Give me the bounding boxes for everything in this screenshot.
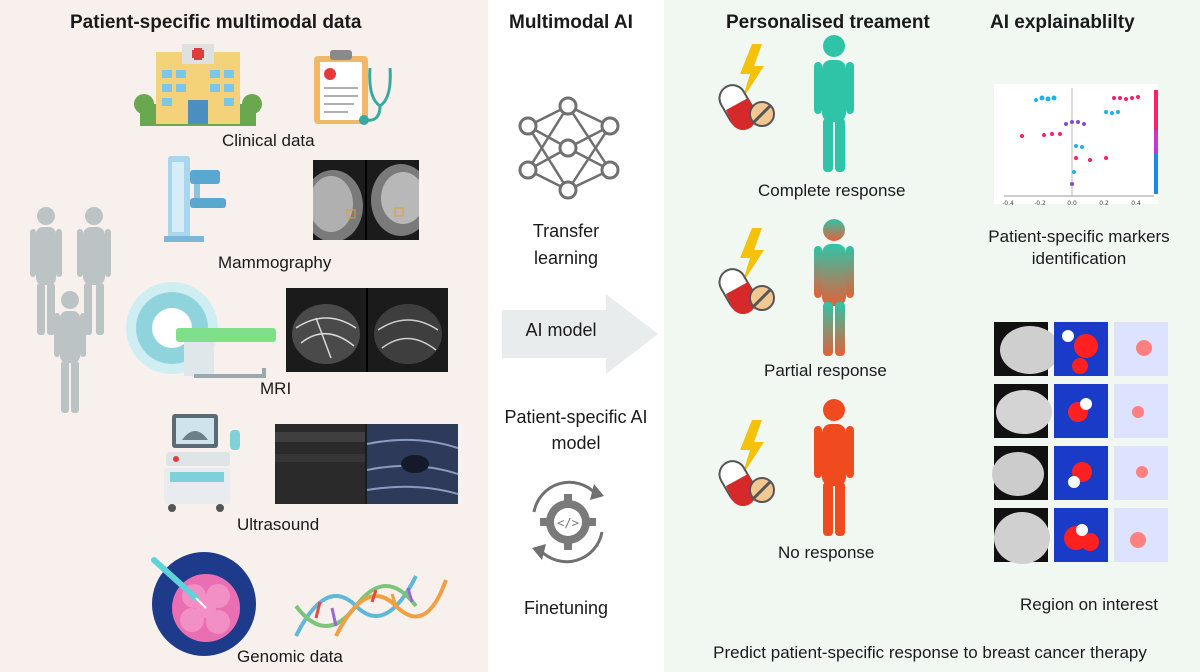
label-clinical-data: Clinical data xyxy=(222,131,315,150)
footer-caption: Predict patient-specific response to bre… xyxy=(713,643,1147,662)
label-region-of-interest: Region on interest xyxy=(1020,595,1158,614)
header-multimodal-ai: Multimodal AI xyxy=(509,12,633,33)
label-patient-specific-ai-model: Patient-specific AI model xyxy=(504,407,648,453)
label-ultrasound: Ultrasound xyxy=(237,515,320,534)
label-mammography: Mammography xyxy=(218,253,332,272)
pill-lightning-icon-3 xyxy=(718,420,775,507)
header-personalised-treatment: Personalised treament xyxy=(726,12,930,33)
ultrasound-machine-icon xyxy=(164,414,240,512)
mammogram-images xyxy=(313,160,419,240)
person-no-response-icon xyxy=(814,399,854,536)
label-markers-identification: Patient-specific markers identification xyxy=(988,227,1170,268)
mammography-machine-icon xyxy=(164,156,226,242)
person-partial-response-icon xyxy=(814,219,854,356)
shap-tick-5: 0.4 xyxy=(1131,200,1141,207)
ultrasound-images xyxy=(275,424,458,504)
person-complete-response-icon xyxy=(814,35,854,172)
pill-lightning-icon-1 xyxy=(718,44,775,131)
tumor-cells-icon xyxy=(151,552,256,656)
clipboard-stethoscope-icon xyxy=(314,50,392,125)
label-no-response: No response xyxy=(778,543,875,562)
neural-network-icon xyxy=(518,96,620,200)
dna-icon xyxy=(294,575,448,637)
ai-model-arrow-icon xyxy=(502,294,658,374)
hospital-icon xyxy=(134,44,262,126)
shap-summary-plot: -0.4 -0.2 0.0 0.2 0.4 xyxy=(994,84,1158,207)
pill-lightning-icon-2 xyxy=(718,228,775,315)
finetuning-gear-icon: </> xyxy=(532,480,604,564)
svg-text:</>: </> xyxy=(557,516,579,530)
shap-tick-4: 0.2 xyxy=(1099,200,1109,207)
label-genomic-data: Genomic data xyxy=(237,647,343,666)
label-partial-response: Partial response xyxy=(764,361,887,380)
mri-images xyxy=(286,288,448,372)
patient-silhouettes-icon xyxy=(30,207,111,413)
label-transfer-learning: Transfer learning xyxy=(532,221,600,268)
header-ai-explainability: AI explainablilty xyxy=(990,12,1135,33)
roi-heatmap-grid xyxy=(992,322,1168,564)
label-complete-response: Complete response xyxy=(758,181,906,200)
shap-tick-2: -0.2 xyxy=(1034,200,1046,207)
label-finetuning: Finetuning xyxy=(524,598,609,618)
label-ai-model: AI model xyxy=(525,320,597,340)
shap-tick-3: 0.0 xyxy=(1067,200,1077,207)
label-mri: MRI xyxy=(260,379,292,398)
header-multimodal-data: Patient-specific multimodal data xyxy=(70,12,362,33)
mri-machine-icon xyxy=(126,282,276,378)
shap-tick-1: -0.4 xyxy=(1002,200,1014,207)
